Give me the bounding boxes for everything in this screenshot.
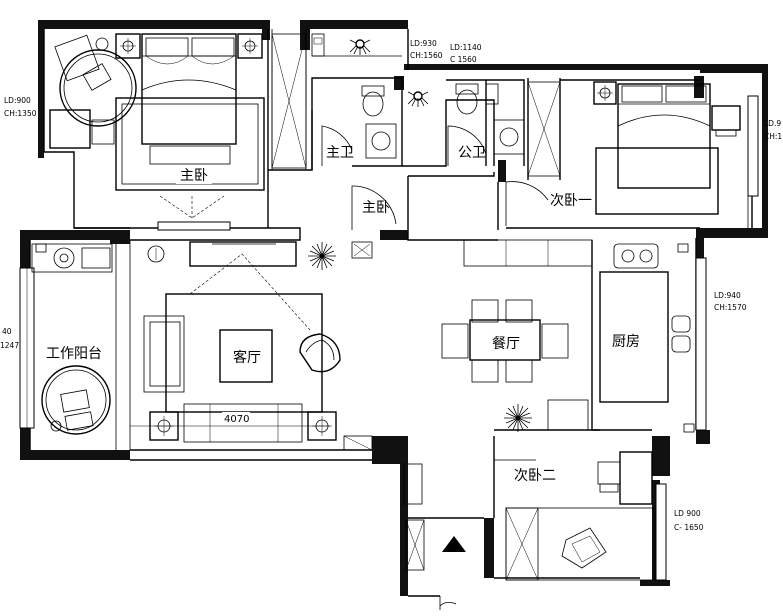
work-balcony: [31, 243, 113, 435]
anno-kitchen-window-ld: LD:940: [714, 291, 741, 300]
room-labels: 主卧 主卫 主卧 公卫 次卧一 工作阳台 客厅 餐厅 厨房 次卧二 4070: [44, 145, 640, 484]
anno-pub-bath-ld: LD:1140: [450, 43, 482, 52]
wall-outlines: [29, 29, 753, 597]
anno-mb-bath-ld: LD:930: [410, 39, 437, 48]
label-kitchen: 厨房: [612, 334, 640, 350]
entry: [403, 463, 466, 610]
window-annotations: LD:900 CH:1350 LD:930 CH:1560 LD:1140 C …: [0, 39, 782, 532]
label-living-room: 客厅: [233, 349, 261, 366]
living-room: [130, 241, 373, 451]
kitchen: [599, 243, 695, 433]
anno-master-window-ch: CH:1350: [4, 109, 37, 118]
anno-bed2-window-ch: C- 1650: [674, 523, 704, 532]
anno-bed1-window-ch: CH:1: [764, 132, 782, 141]
anno-balcony-ld: 40: [2, 327, 12, 336]
label-second-bedroom-2: 次卧二: [514, 468, 556, 484]
anno-kitchen-window-ch: CH:1570: [714, 303, 747, 312]
anno-master-window-ld: LD:900: [4, 96, 31, 105]
windows: [19, 95, 759, 581]
anno-mb-bath-ch: CH:1560: [410, 51, 443, 60]
anno-balcony-ch: 1247: [0, 341, 19, 350]
label-master-bath: 主卫: [326, 145, 354, 161]
master-bedroom: [49, 33, 265, 219]
master-bath: [271, 33, 402, 169]
label-master-bedroom: 主卧: [180, 168, 208, 184]
anno-bed1-window-ld: LD.9: [764, 119, 781, 128]
label-work-balcony: 工作阳台: [46, 346, 102, 362]
anno-bed2-window-ld: LD 900: [674, 509, 701, 518]
public-bath: [351, 81, 561, 230]
label-public-bath: 公卫: [458, 145, 486, 161]
second-bedroom-2: [494, 451, 655, 581]
dimension-sofa: 4070: [224, 414, 249, 425]
dining-room: [441, 239, 593, 432]
label-second-bedroom-1: 次卧一: [550, 193, 592, 209]
second-bedroom-1: [505, 81, 741, 226]
anno-pub-bath-ch: C 1560: [450, 55, 477, 64]
label-master-bedroom-door: 主卧: [362, 200, 390, 216]
entry-arrow-icon: [442, 536, 466, 552]
label-dining-room: 餐厅: [492, 336, 520, 352]
